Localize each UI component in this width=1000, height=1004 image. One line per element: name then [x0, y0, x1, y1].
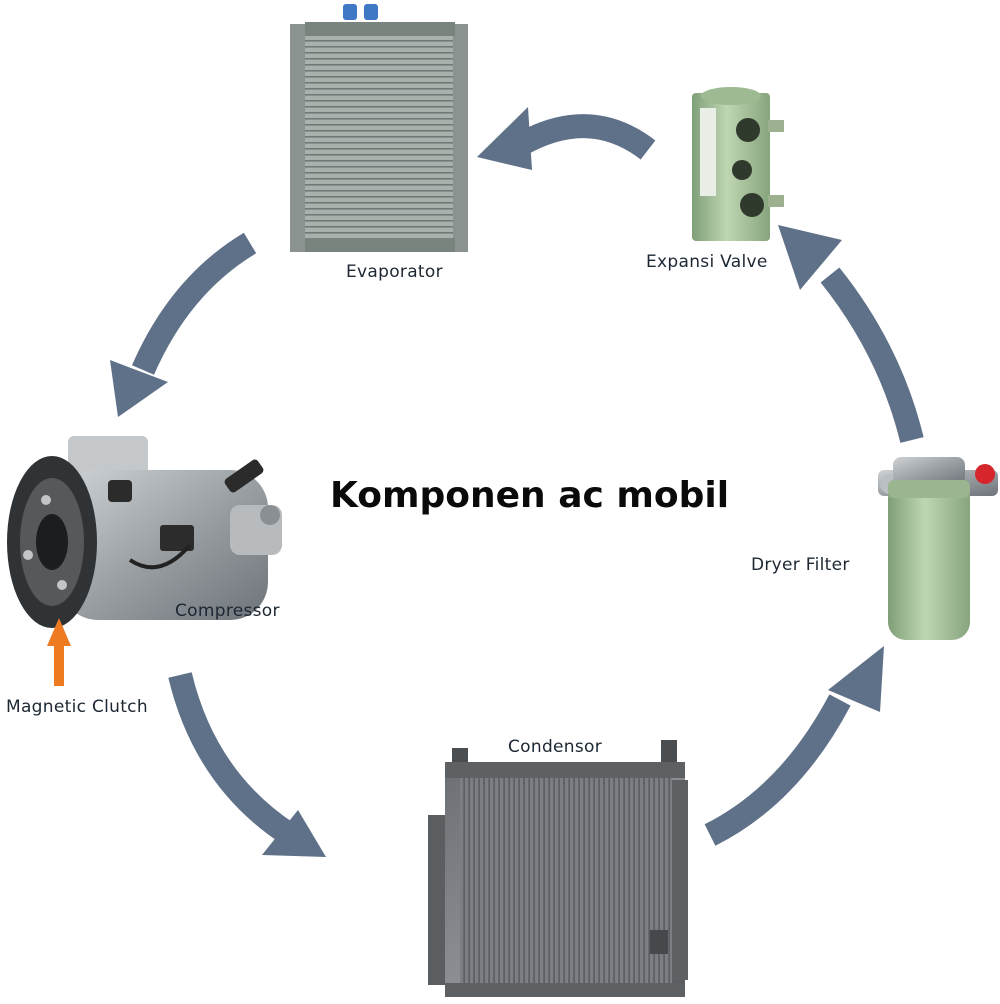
arrow-dryer-to-valve: [820, 267, 924, 443]
condensor-image: [428, 740, 688, 997]
expansion-valve-image: [692, 87, 784, 241]
label-dryer-filter: Dryer Filter: [751, 555, 850, 575]
arrowhead-valve: [778, 225, 842, 290]
label-compressor: Compressor: [175, 601, 280, 621]
diagram-title: Komponen ac mobil: [330, 475, 730, 516]
label-magnetic-clutch: Magnetic Clutch: [6, 697, 148, 717]
dryer-filter-image: [878, 457, 998, 640]
magnetic-clutch-pointer: [47, 618, 71, 686]
label-condensor: Condensor: [508, 737, 603, 757]
evaporator-image: [290, 4, 468, 252]
arrowhead-compressor: [110, 360, 168, 417]
arrow-evaporator-to-compressor: [131, 232, 257, 375]
arrow-compressor-to-condensor: [168, 672, 297, 846]
cycle-arrowheads: [110, 107, 884, 857]
arrowhead-evaporator: [477, 107, 532, 170]
compressor-image: [7, 436, 282, 628]
cycle-arrows: [131, 114, 924, 846]
arrowhead-dryer: [828, 646, 884, 712]
arrowhead-condensor: [262, 810, 326, 857]
arrow-condensor-to-dryer: [704, 694, 851, 846]
label-evaporator: Evaporator: [346, 262, 443, 282]
arrow-valve-to-evaporator: [514, 114, 656, 160]
label-expansion-valve: Expansi Valve: [646, 252, 768, 272]
